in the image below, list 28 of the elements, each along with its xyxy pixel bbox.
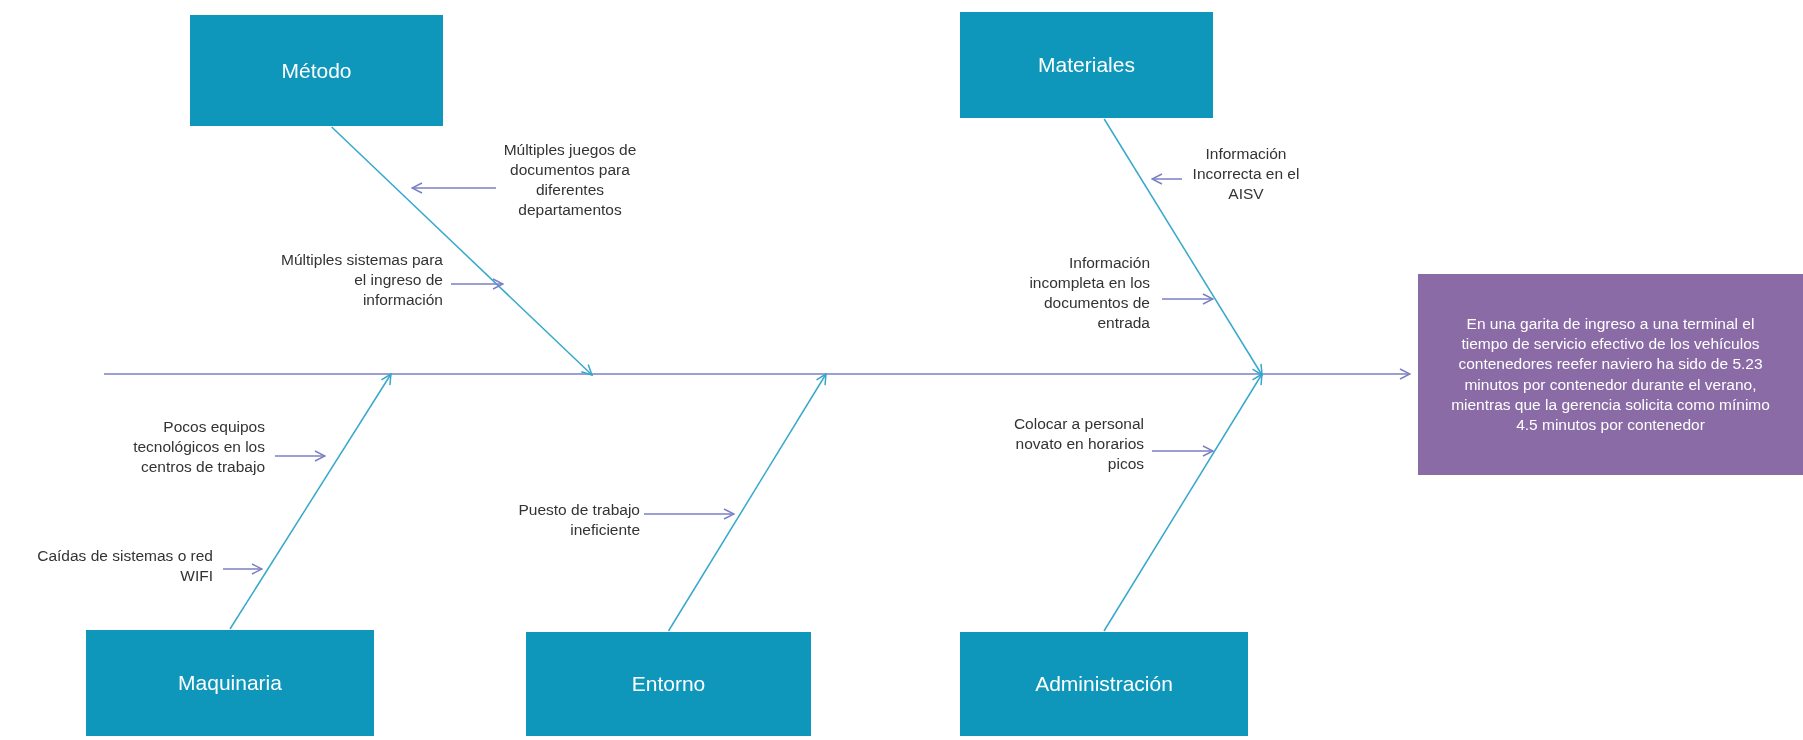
category-box: Materiales [960,12,1213,118]
bone-arrow [330,126,593,376]
arrow [411,182,497,194]
cause-label: Información incompleta en los documentos de entrada [1020,253,1150,334]
arrow [274,450,326,462]
cause-label: Múltiples juegos de documentos para diferentes departamentos [500,140,640,221]
cause-label: Pocos equipos tecnológicos en los centros de trabajo [112,417,265,478]
category-box: Método [190,15,443,126]
bone-arrow [229,373,392,630]
bone-arrow [667,373,827,632]
arrow [1151,173,1183,185]
cause-label: Colocar a personal novato en horarios picos [990,414,1144,475]
effect-box: En una garita de ingreso a una terminal el tiempo de servicio efectivo de los vehículos contenedores reefer naviero ha sido de 5.23 minutos por contenedor durante el verano, mientras que la gerencia solicita como mínimo 4.5 minutos por contenedor [1418,274,1803,475]
cause-label: Información Incorrecta en el AISV [1186,144,1306,205]
category-box: Maquinaria [86,630,374,736]
category-box: Entorno [526,632,811,736]
arrow [643,508,735,520]
arrow [222,563,263,575]
arrow [1151,445,1214,457]
arrow [1161,293,1214,305]
spine-arrow [103,368,1411,380]
cause-label: Múltiples sistemas para el ingreso de información [273,250,443,311]
bone-arrow [1103,373,1263,632]
bone-arrow [1103,118,1263,376]
arrow [450,278,504,290]
cause-label: Puesto de trabajo ineficiente [490,500,640,541]
cause-label: Caídas de sistemas o red WIFI [28,546,213,587]
category-box: Administración [960,632,1248,736]
